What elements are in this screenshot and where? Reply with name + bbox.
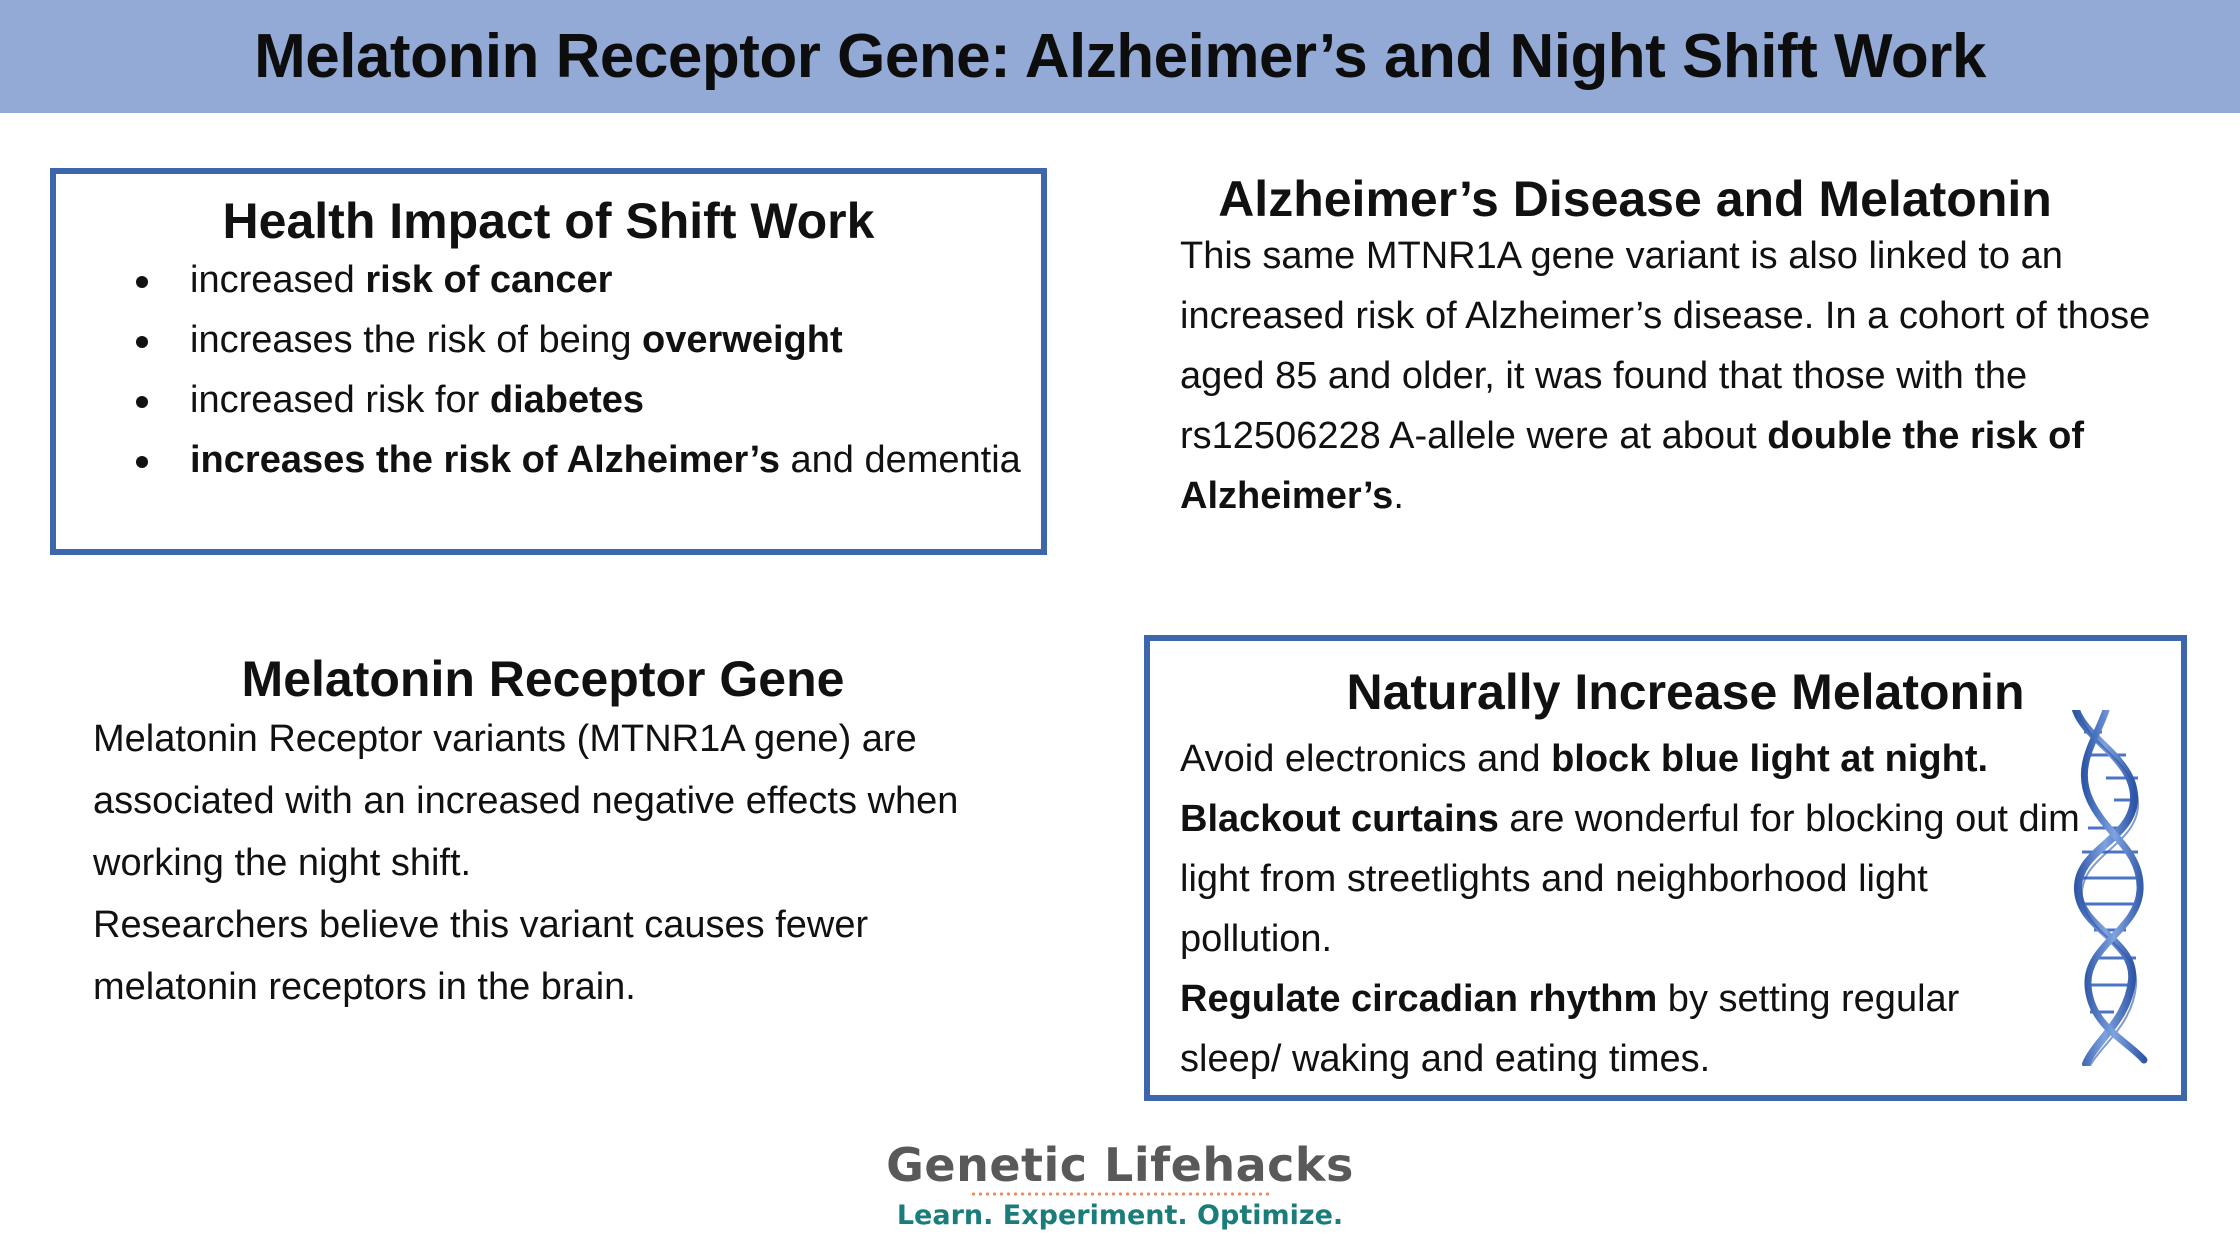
genetic-lifehacks-logo: Genetic Lifehacks Learn. Experiment. Opt…: [880, 1140, 1360, 1234]
increase-melatonin-text: Avoid electronics and block blue light a…: [1180, 729, 2080, 1089]
alzheimers-section: Alzheimer’s Disease and Melatonin This s…: [1180, 170, 2180, 526]
receptor-gene-section: Melatonin Receptor Gene Melatonin Recept…: [93, 650, 1053, 1018]
page-title: Melatonin Receptor Gene: Alzheimer’s and…: [254, 22, 1986, 91]
bullet-icon: [136, 276, 148, 288]
list-item: increases the risk of being overweight: [136, 310, 1041, 370]
dna-helix-icon: [2072, 710, 2148, 1066]
increase-melatonin-title: Naturally Increase Melatonin: [1346, 664, 2025, 720]
bullet-icon: [136, 456, 148, 468]
alzheimers-title: Alzheimer’s Disease and Melatonin: [1218, 171, 2052, 227]
list-item: increased risk of cancer: [136, 250, 1041, 310]
logo-tagline: Learn. Experiment. Optimize.: [896, 1200, 1344, 1231]
bullet-icon: [136, 336, 148, 348]
alzheimers-text: This same MTNR1A gene variant is also li…: [1180, 235, 2151, 517]
receptor-gene-title: Melatonin Receptor Gene: [241, 651, 845, 707]
header-banner: Melatonin Receptor Gene: Alzheimer’s and…: [0, 0, 2240, 113]
shift-work-title: Health Impact of Shift Work: [222, 193, 875, 249]
tip-item: Blackout curtains are wonderful for bloc…: [1180, 798, 2080, 960]
receptor-gene-paragraph: Melatonin Receptor variants (MTNR1A gene…: [93, 718, 959, 884]
bullet-icon: [136, 396, 148, 408]
logo-dotted-divider: [970, 1192, 1270, 1196]
receptor-gene-paragraph: Researchers believe this variant causes …: [93, 904, 869, 1008]
shift-work-box: Health Impact of Shift Work increased ri…: [50, 168, 1047, 555]
increase-melatonin-box: Naturally Increase Melatonin Avoid elect…: [1144, 635, 2187, 1101]
list-item: increased risk for diabetes: [136, 370, 1041, 430]
shift-work-list: increased risk of cancer increases the r…: [136, 250, 1041, 490]
tip-item: Regulate circadian rhythm by setting reg…: [1180, 978, 1960, 1080]
tip-item: Avoid electronics and block blue light a…: [1180, 738, 1989, 780]
list-item: increases the risk of Alzheimer’s and de…: [136, 430, 1041, 490]
logo-name: Genetic Lifehacks: [886, 1138, 1354, 1192]
